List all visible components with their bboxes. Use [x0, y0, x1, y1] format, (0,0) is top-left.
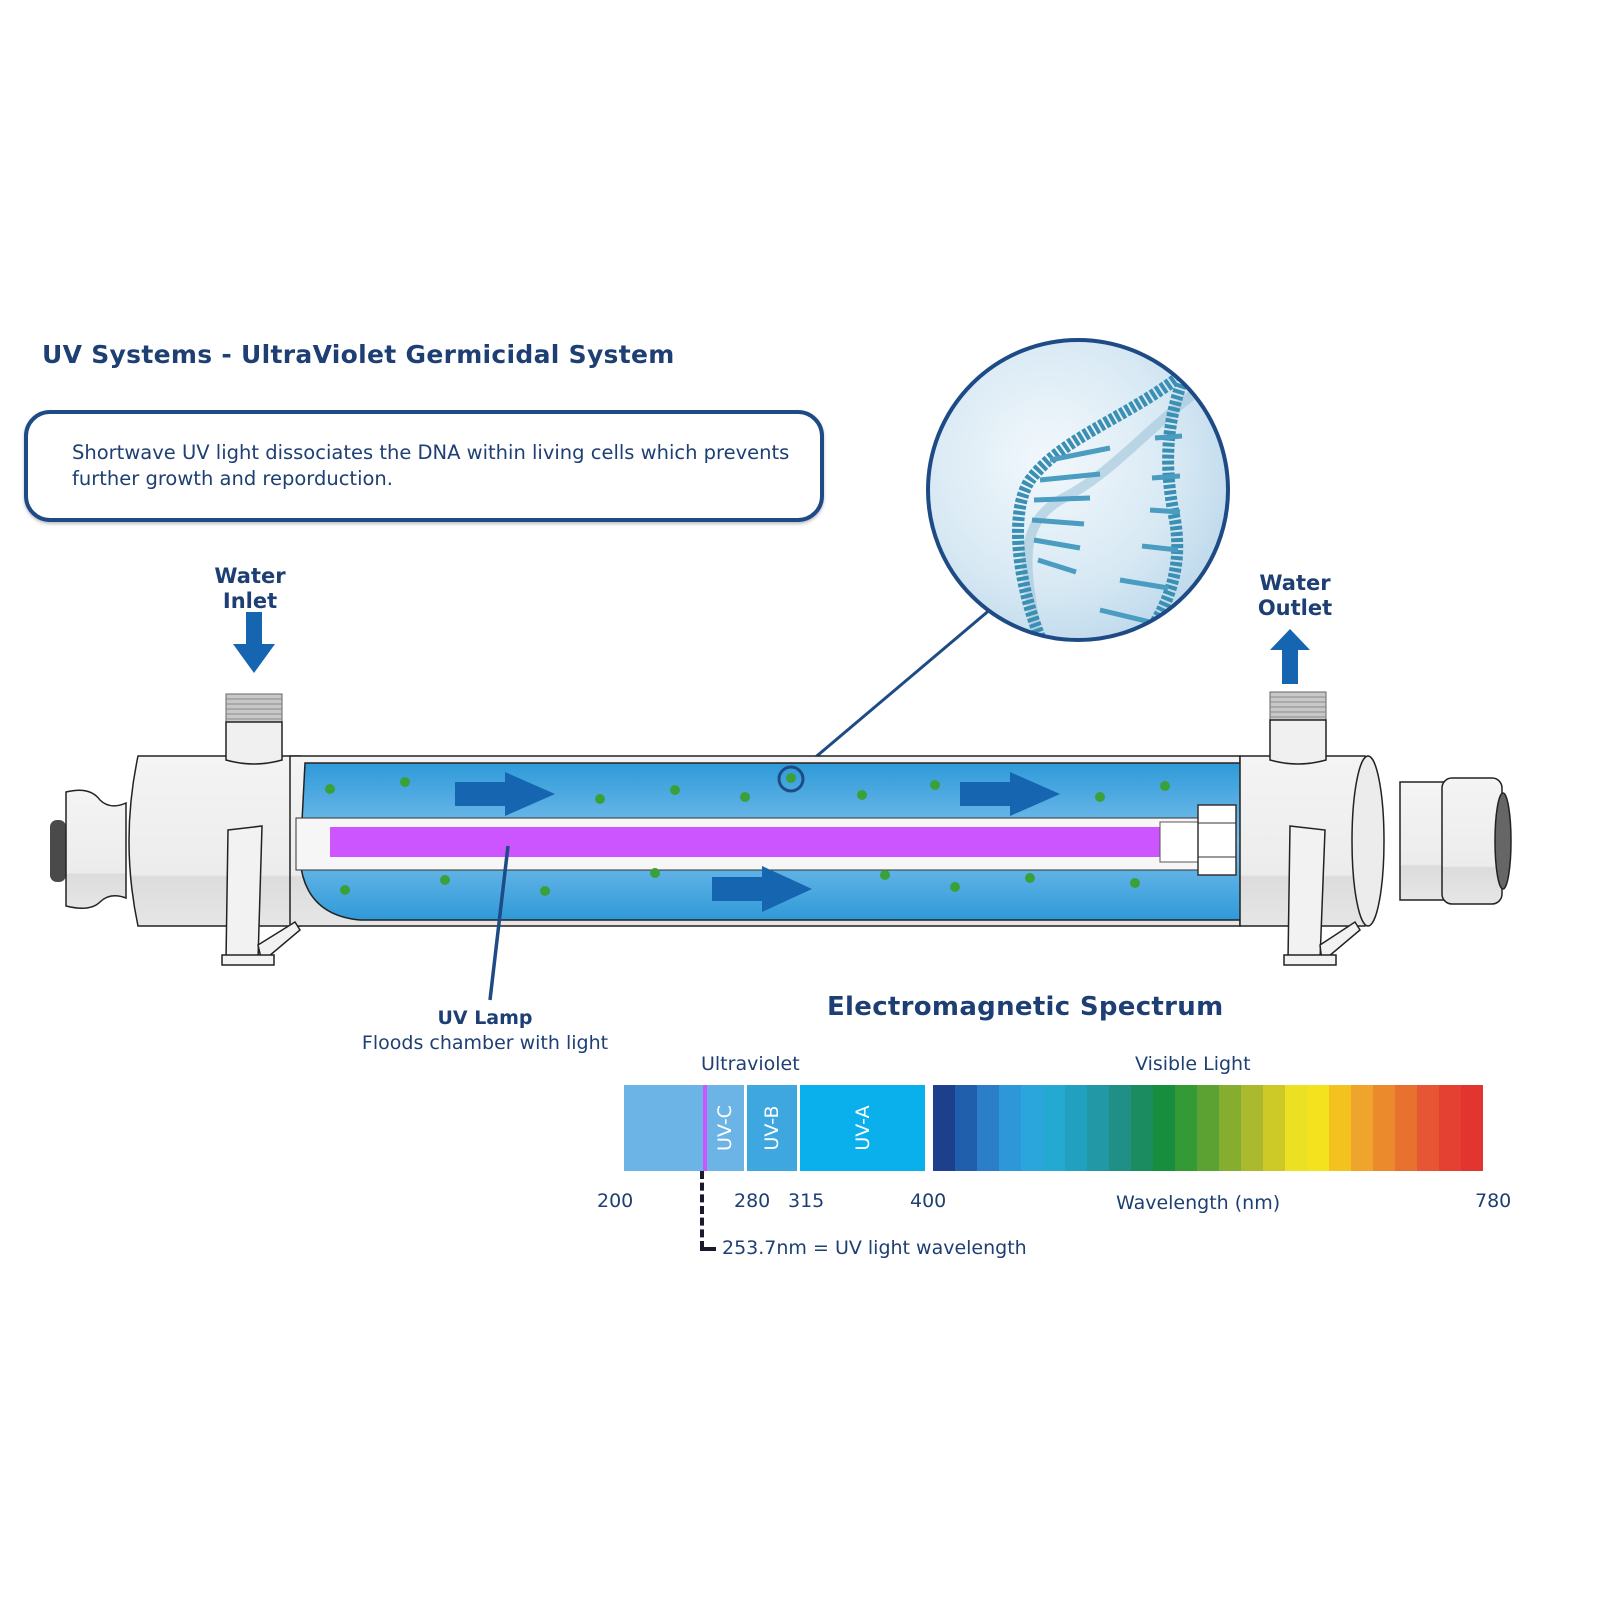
visible-color-stripe — [1087, 1085, 1109, 1171]
right-end-cap — [1239, 755, 1512, 927]
wavelength-axis-label: Wavelength (nm) — [1116, 1192, 1281, 1214]
water-inlet-arrow-icon — [233, 612, 275, 673]
left-end-cap — [50, 755, 301, 927]
visible-color-stripe — [1219, 1085, 1241, 1171]
outlet-port — [1269, 691, 1327, 765]
inlet-port — [225, 693, 283, 765]
water-inlet-label-line1: Water — [214, 564, 286, 588]
band-label: UV-B — [761, 1105, 784, 1151]
water-outlet-arrow-icon — [1270, 629, 1310, 684]
band-label: UV-C — [713, 1105, 736, 1151]
lamp-nut — [1197, 804, 1237, 876]
band-uv-b: UV-B — [747, 1085, 798, 1171]
description-text: Shortwave UV light dissociates the DNA w… — [72, 441, 790, 490]
visible-color-stripe — [1241, 1085, 1263, 1171]
uv-lamp-callout-line — [488, 845, 510, 1001]
visible-color-stripe — [1065, 1085, 1087, 1171]
visible-color-stripe — [1395, 1085, 1417, 1171]
visible-color-stripe — [999, 1085, 1021, 1171]
wavelength-marker-line — [700, 1171, 704, 1249]
visible-color-stripe — [1439, 1085, 1461, 1171]
water-inlet-label-line2: Inlet — [222, 589, 278, 613]
visible-light-label: Visible Light — [1135, 1053, 1251, 1075]
visible-color-stripe — [1175, 1085, 1197, 1171]
water-outlet-label: Water Outlet — [1230, 571, 1360, 621]
microorganisms — [325, 773, 1170, 896]
visible-color-stripe — [1197, 1085, 1219, 1171]
description-box — [24, 410, 824, 522]
page-title: UV Systems - UltraViolet Germicidal Syst… — [42, 340, 675, 369]
flow-arrow-icon — [960, 772, 1060, 816]
visible-color-stripe — [1329, 1085, 1351, 1171]
visible-color-stripe — [1417, 1085, 1439, 1171]
uv-lamp-title: UV Lamp — [437, 1007, 533, 1029]
water-inlet-label: Water Inlet — [190, 564, 310, 614]
uv-lamp-label: UV Lamp Floods chamber with light — [340, 1007, 630, 1054]
visible-color-stripe — [1461, 1085, 1483, 1171]
uv-lamp-description: Floods chamber with light — [361, 1032, 609, 1054]
water-outlet-label-line1: Water — [1259, 571, 1331, 595]
mounting-brackets — [221, 825, 1361, 966]
highlighted-cell — [777, 765, 805, 793]
flow-arrows — [455, 772, 1060, 912]
visible-color-stripe — [1021, 1085, 1043, 1171]
visible-color-stripe — [1373, 1085, 1395, 1171]
visible-color-stripe — [1263, 1085, 1285, 1171]
visible-color-stripe — [1153, 1085, 1175, 1171]
band-far-uv — [624, 1085, 705, 1171]
visible-color-stripe — [1131, 1085, 1153, 1171]
visible-color-stripe — [933, 1085, 955, 1171]
wavelength-marker-label: 253.7nm = UV light wavelength — [722, 1237, 1027, 1259]
tick-780: 780 — [1475, 1190, 1512, 1212]
dna-magnifier — [926, 338, 1230, 642]
tick-280: 280 — [734, 1190, 771, 1212]
tick-400: 400 — [910, 1190, 947, 1212]
tick-200: 200 — [597, 1190, 634, 1212]
visible-color-stripe — [1109, 1085, 1131, 1171]
callout-line — [791, 606, 993, 779]
visible-color-stripe — [1043, 1085, 1065, 1171]
visible-color-stripe — [1307, 1085, 1329, 1171]
band-uv-a: UV-A — [800, 1085, 925, 1171]
flow-arrow-icon — [455, 772, 555, 816]
visible-color-stripe — [1285, 1085, 1307, 1171]
visible-color-stripe — [955, 1085, 977, 1171]
uv-wavelength-marker — [702, 1085, 707, 1171]
visible-color-stripe — [1351, 1085, 1373, 1171]
band-uv-c: UV-C — [704, 1085, 745, 1171]
water-outlet-label-line2: Outlet — [1257, 596, 1333, 620]
uv-lamp — [330, 827, 1200, 857]
flow-arrow-icon — [712, 866, 812, 912]
tick-315: 315 — [788, 1190, 825, 1212]
visible-spectrum-bar — [933, 1085, 1483, 1171]
band-label: UV-A — [851, 1105, 874, 1151]
visible-color-stripe — [977, 1085, 999, 1171]
ultraviolet-label: Ultraviolet — [701, 1053, 800, 1075]
spectrum-title: Electromagnetic Spectrum — [827, 992, 1224, 1022]
wavelength-marker-tick — [700, 1247, 716, 1251]
